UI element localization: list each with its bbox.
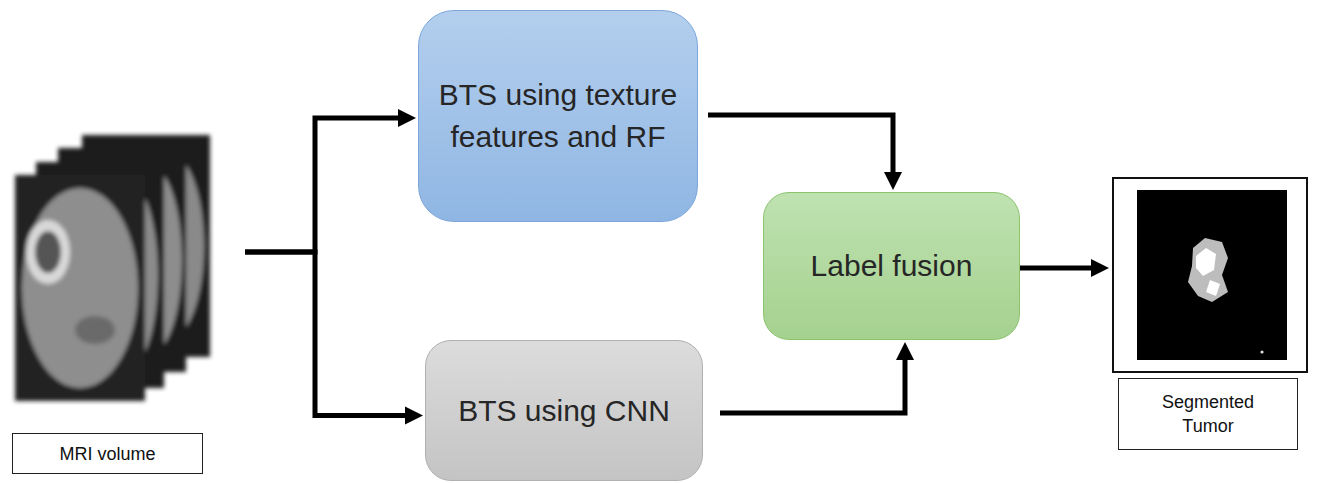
fusion-box: Label fusion	[763, 192, 1020, 340]
mri-stack	[15, 135, 210, 401]
connector-line	[720, 356, 905, 413]
box-label: BTS using texture features and RF	[438, 74, 678, 158]
flow-arrow	[720, 342, 914, 413]
arrowhead	[1091, 259, 1109, 277]
caption-text: MRI volume	[59, 442, 155, 466]
box-label: BTS using CNN	[458, 390, 670, 432]
arrowhead	[896, 342, 914, 360]
caption-box: MRI volume	[12, 433, 203, 474]
process-box: BTS using texture features and RF	[418, 10, 698, 222]
segmented-tumor-node: Segmented Tumor	[1111, 176, 1309, 452]
arrowhead	[405, 407, 423, 425]
flow-arrow	[1020, 259, 1109, 277]
caption-box: Segmented Tumor	[1118, 378, 1298, 450]
flow-arrow	[245, 109, 416, 252]
connector-line	[1020, 266, 1095, 271]
connector-line	[245, 252, 409, 416]
mri-volume-node: MRI volume	[8, 130, 245, 478]
box-label: Label fusion	[811, 245, 973, 287]
arrowhead	[884, 172, 902, 190]
flow-arrow	[245, 252, 423, 425]
segmented-tumor-image	[1113, 178, 1307, 372]
connector-line	[708, 115, 893, 176]
connector-line	[245, 118, 402, 252]
flow-arrow	[708, 115, 902, 190]
caption-text: Segmented Tumor	[1153, 390, 1263, 438]
arrowhead	[398, 109, 416, 127]
process-box: BTS using CNN	[425, 340, 703, 481]
